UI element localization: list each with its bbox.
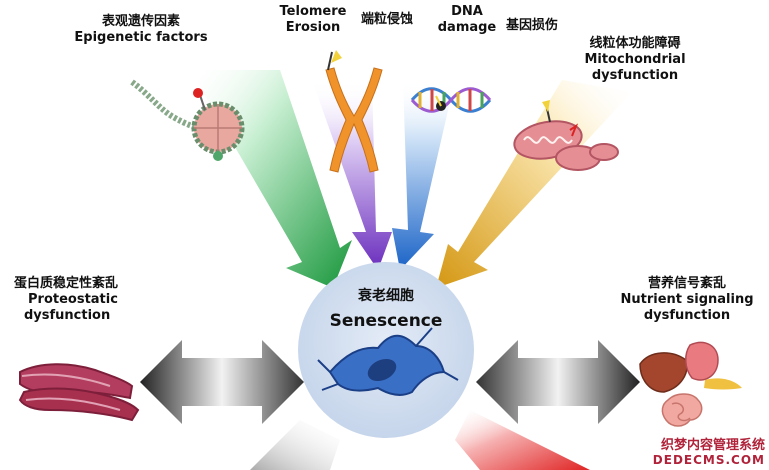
yellow-arrow (436, 80, 632, 288)
proteo-en-2: dysfunction (24, 307, 111, 323)
nutrient-label: 营养信号紊乱 Nutrient signaling dysfunction (612, 276, 762, 324)
dna-label: DNA damage (436, 4, 498, 36)
telomere-en-2: Erosion (285, 19, 341, 35)
purple-arrow (312, 80, 392, 270)
bottom-red-arrow (455, 410, 590, 470)
senescent-cell-icon (317, 327, 459, 396)
digestive-organs-icon (639, 341, 742, 427)
watermark-line2: DEDECMS.COM (652, 453, 765, 468)
mito-label: 线粒体功能障碍 Mitochondrial dysfunction (570, 36, 700, 84)
blue-arrow (392, 80, 455, 270)
telomere-en-1: Telomere (279, 4, 347, 19)
nutrient-en-2: dysfunction (643, 307, 731, 323)
dna-helix-icon (410, 87, 492, 113)
epigenetic-label: 表观遗传因素 Epigenetic factors (66, 14, 216, 46)
right-double-arrow (476, 340, 640, 424)
left-double-arrow (140, 340, 304, 424)
mito-en-1: Mitochondrial (584, 51, 686, 67)
protein-aggregate-icon (18, 363, 140, 422)
nutrient-en-1: Nutrient signaling (620, 291, 754, 307)
mitochondria-icon (513, 100, 619, 171)
telomere-zh: 端粒侵蚀 (360, 12, 413, 27)
mito-en-2: dysfunction (591, 67, 679, 83)
telomere-label: Telomere Erosion (278, 4, 348, 36)
dna-zh: 基因损伤 (505, 18, 558, 33)
chromosome-icon (325, 50, 383, 173)
center-en: Senescence (329, 311, 443, 331)
watermark-line1: 织梦内容管理系统 (660, 438, 765, 454)
bottom-grey-arrow (250, 420, 340, 470)
dna-en-2: damage (437, 19, 497, 35)
proteo-label: 蛋白质稳定性紊乱 Proteostatic dysfunction (14, 276, 148, 324)
proteo-zh: 蛋白质稳定性紊乱 (14, 276, 119, 291)
mito-zh: 线粒体功能障碍 (589, 36, 681, 51)
epigenetic-en: Epigenetic factors (74, 29, 208, 45)
dna-en-1: DNA (451, 4, 483, 19)
nutrient-zh: 营养信号紊乱 (647, 276, 726, 291)
proteo-en-1: Proteostatic (28, 291, 118, 307)
epigenetic-zh: 表观遗传因素 (101, 14, 180, 29)
nucleosome-icon (130, 79, 245, 161)
center-zh: 衰老细胞 (358, 288, 414, 304)
watermark: 织梦内容管理系统 DEDECMS.COM (652, 438, 765, 468)
